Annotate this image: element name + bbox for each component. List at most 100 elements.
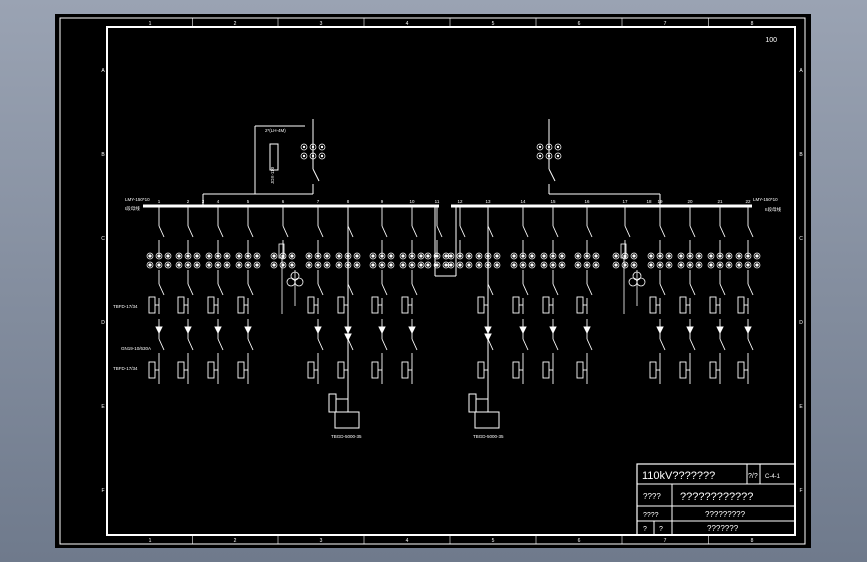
column-marker-bottom: 1	[149, 538, 152, 544]
voltage-transformer-bay	[278, 243, 304, 314]
pt-vertical-label: JDX-110	[270, 166, 275, 184]
transformer-right-label: TBGD-5000-35	[473, 434, 504, 439]
current-transformer-group	[235, 252, 261, 269]
current-transformer-group	[369, 252, 395, 269]
feeder-bay	[677, 206, 703, 384]
column-marker-top: 8	[751, 21, 754, 27]
column-marker-top: 4	[406, 21, 409, 27]
title-block-page: ?/?	[748, 473, 758, 480]
sheet-number: 100	[765, 37, 777, 44]
feeder-bay	[305, 206, 331, 384]
title-block-row4-label-a: ?	[643, 526, 647, 533]
column-marker-bottom: 2	[234, 538, 237, 544]
current-transformer-group	[305, 252, 331, 269]
row-marker-right: A	[799, 68, 803, 74]
feeder-number-left: 7	[317, 199, 320, 204]
current-transformer-group	[707, 252, 733, 269]
feeder-bays	[146, 206, 761, 384]
current-transformer-group	[612, 252, 638, 269]
ct-group-incoming-right	[536, 143, 562, 160]
current-transformer-group	[540, 252, 566, 269]
transformer-bay-left	[328, 206, 360, 429]
busbar-right-sub: II段母线	[765, 206, 782, 213]
feeder-bay	[205, 206, 231, 384]
feeder-bay	[707, 206, 733, 384]
title-block	[636, 463, 796, 536]
feeder-number-right: 15	[550, 199, 556, 204]
row-marker-left: D	[101, 320, 105, 326]
row-marker-left: E	[101, 404, 105, 410]
pt-label-left: 2*(LH-4M)	[265, 128, 286, 133]
feeder-number-right: 17	[622, 199, 628, 204]
transformer-bay-right	[468, 206, 500, 429]
column-marker-top: 6	[578, 21, 581, 27]
current-transformer-group	[647, 252, 673, 269]
feeder-bay	[735, 206, 761, 384]
current-transformer-group	[146, 252, 172, 269]
feeder-bay	[647, 206, 673, 384]
busbar-right-label: LMY-150*10	[753, 197, 778, 202]
feeder-number-left: 4	[217, 199, 220, 204]
feeder-number-right: 19	[657, 199, 663, 204]
row-marker-right: F	[799, 488, 802, 494]
row-marker-left: A	[101, 68, 105, 74]
column-marker-bottom: 4	[406, 538, 409, 544]
feeder-bay	[399, 206, 425, 384]
row-marker-right: C	[799, 236, 803, 242]
current-transformer-group	[510, 252, 536, 269]
title-block-row3-label: ????	[643, 512, 659, 519]
current-transformer-group	[270, 252, 296, 269]
current-transformer-group	[447, 252, 473, 269]
feeder-number-left: 10	[409, 199, 415, 204]
column-marker-bottom: 8	[751, 538, 754, 544]
current-transformer-group	[424, 252, 450, 269]
title-block-row3-value: ?????????	[705, 510, 746, 519]
feeder-bay	[270, 206, 296, 269]
voltage-transformer-bay	[620, 243, 646, 314]
feeder-number-right: 13	[485, 199, 491, 204]
feeder-number-right: 12	[457, 199, 463, 204]
feeder-bay	[146, 206, 172, 384]
current-transformer-group	[677, 252, 703, 269]
title-block-row2-label: ????	[643, 492, 661, 501]
feeder-bay	[424, 206, 450, 269]
ct-row2-label: GN19-10/630A	[121, 346, 151, 351]
row-marker-left: C	[101, 236, 105, 242]
busbar-left-sub: I段母线	[125, 205, 140, 212]
current-transformer-group	[399, 252, 425, 269]
feeder-number-right: 20	[687, 199, 693, 204]
feeder-number-left: 1	[158, 199, 161, 204]
feeder-number-left: 6	[282, 199, 285, 204]
column-marker-top: 3	[320, 21, 323, 27]
title-block-code: C-4-1	[765, 474, 781, 480]
column-marker-bottom: 5	[492, 538, 495, 544]
column-marker-bottom: 6	[578, 538, 581, 544]
feeder-number-right: 18	[646, 199, 652, 204]
row-marker-right: B	[799, 152, 803, 158]
row-marker-right: E	[799, 404, 803, 410]
ct-row1-label: TBFD-17/34	[113, 304, 138, 309]
feeder-bay	[540, 206, 566, 384]
feeder-bay	[175, 206, 201, 384]
transformer-left-label: TBGD-5000-35	[331, 434, 362, 439]
feeder-number-left: 2	[187, 199, 190, 204]
ct-row3-label: TBFD-17/34	[113, 366, 138, 371]
ct-group-incoming-left	[300, 143, 326, 160]
feeder-bay	[612, 206, 638, 269]
title-block-row2-value: ????????????	[680, 491, 753, 503]
title-block-row4-label-b: ?	[659, 526, 663, 533]
feeder-number-right: 22	[745, 199, 751, 204]
feeder-number-left: 3	[202, 199, 205, 204]
row-marker-left: F	[101, 488, 104, 494]
current-transformer-group	[175, 252, 201, 269]
outer-frame	[59, 17, 806, 545]
feeder-number-right: 16	[584, 199, 590, 204]
bus-coupler	[434, 206, 457, 277]
current-transformer-group	[735, 252, 761, 269]
inner-frame	[106, 26, 796, 536]
